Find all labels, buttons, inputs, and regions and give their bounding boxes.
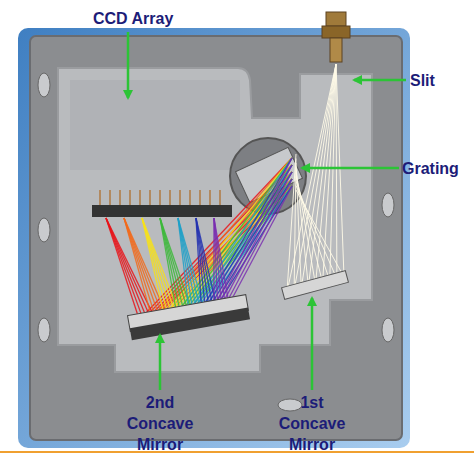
color-beam (229, 186, 292, 304)
color-beam (139, 158, 292, 320)
ccd-array (92, 205, 232, 217)
color-beam (218, 165, 292, 306)
screw-hole (38, 318, 50, 342)
white-beam (308, 64, 336, 286)
ccd-pin (199, 190, 201, 205)
background-panel (18, 28, 410, 448)
ccd-pin (139, 190, 141, 205)
color-beam (221, 172, 292, 306)
ccd-pin (119, 190, 121, 205)
part-label: CCD Array (93, 8, 173, 29)
color-beam (152, 158, 292, 318)
ccd-bay (70, 80, 240, 170)
first-concave-mirror (282, 271, 349, 300)
color-beam (213, 179, 292, 307)
ccd-pin (129, 190, 131, 205)
leader-arrow (354, 79, 406, 82)
housing (30, 36, 402, 440)
ccd-pin (149, 190, 151, 205)
leader-arrow (159, 335, 162, 390)
white-beam (336, 64, 344, 277)
white-beam (296, 190, 344, 277)
part-label: 2nd Concave Mirror (114, 392, 206, 455)
ccd-pin (169, 190, 171, 205)
color-beam (184, 172, 292, 312)
color-beam (217, 186, 292, 306)
white-beam (330, 64, 336, 281)
screw-hole (278, 399, 302, 411)
part-label: Slit (410, 70, 435, 91)
white-beam (301, 64, 336, 288)
ccd-pin (99, 190, 101, 205)
ccd-pin (179, 190, 181, 205)
ccd-pin (109, 190, 111, 205)
screw-hole (38, 73, 50, 97)
color-beam (209, 172, 292, 308)
ccd-pins (100, 190, 220, 205)
white-beam (287, 64, 336, 292)
leader-arrow (302, 167, 399, 170)
mirror-mount (130, 308, 250, 341)
footer-rule (0, 451, 474, 453)
white-beam (296, 186, 337, 279)
color-beam (205, 165, 292, 308)
slit-connector (322, 26, 350, 38)
color-beam (214, 158, 292, 307)
screw-hole (382, 193, 394, 217)
slit-connector (330, 38, 342, 62)
color-beam (196, 218, 217, 306)
ccd-pin (209, 190, 211, 205)
part-label: 1st Concave Mirror (266, 392, 358, 455)
screw-hole (382, 318, 394, 342)
color-beam (189, 158, 292, 311)
ccd-pin (189, 190, 191, 205)
color-beam (168, 165, 292, 315)
white-beam (294, 159, 296, 291)
part-label: Grating (402, 158, 459, 179)
color-beam (214, 218, 229, 304)
color-beam (202, 158, 293, 309)
ccd-pin (159, 190, 161, 205)
color-beam (225, 179, 292, 305)
leader-arrow (127, 32, 130, 98)
color-beam (177, 158, 292, 313)
white-beam (294, 64, 336, 290)
leader-arrow (311, 298, 314, 390)
ccd-pin (219, 190, 221, 205)
white-beam (316, 64, 337, 285)
slit-connector (326, 12, 346, 26)
color-beam (164, 158, 292, 316)
screw-hole (38, 218, 50, 242)
white-beam (287, 154, 296, 292)
